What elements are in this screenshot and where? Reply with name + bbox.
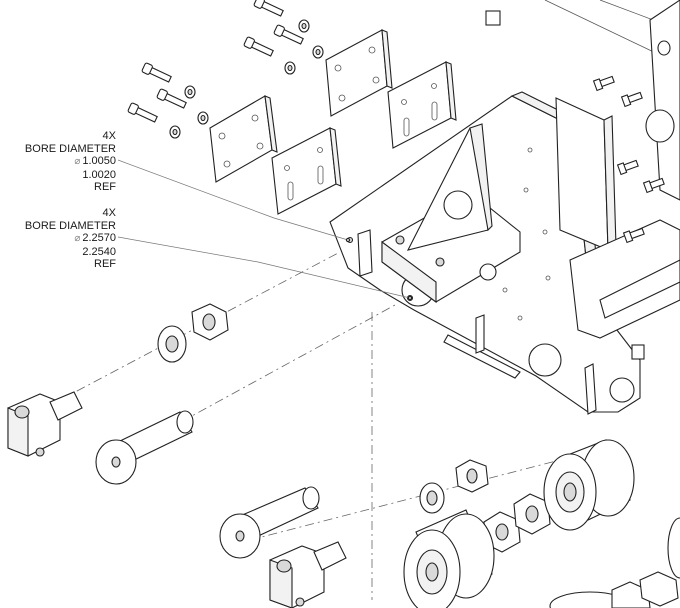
wheel-assembly-parts [403,439,680,608]
callout-qty: 4X [102,207,116,219]
callout-upper-limit: ⌀1.0050 [74,155,116,167]
axle-pin-upper [95,410,194,485]
bolts-and-washers [127,0,324,139]
shaft-collar-clamp-lower [269,541,347,608]
shaft-collar-clamp-left [7,391,83,457]
bore-diameter-callout-2: 4X BORE DIAMETER ⌀2.2570 2.2540 REF [6,207,116,271]
callout-note: REF [94,181,116,193]
washer-and-nut [157,303,229,363]
callout-upper-limit: ⌀2.2570 [74,232,116,244]
callout-label: BORE DIAMETER [24,142,116,155]
callout-note: REF [94,258,116,270]
bore-diameter-callout-1: 4X BORE DIAMETER ⌀1.0050 1.0020 REF [6,130,116,194]
callout-lower-limit: 2.2540 [82,245,116,258]
callout-label: BORE DIAMETER [24,219,116,232]
diameter-symbol-icon: ⌀ [74,233,81,244]
rear-frame-structure [555,0,680,360]
axle-pin-lower [219,486,320,559]
callout-leaders [117,159,413,301]
datum-square-icon [485,10,501,26]
callout-qty: 4X [102,130,116,142]
mounting-plates [209,29,457,215]
diameter-symbol-icon: ⌀ [74,156,81,167]
gusset-block [381,123,521,304]
callout-lower-limit: 1.0020 [82,168,116,181]
